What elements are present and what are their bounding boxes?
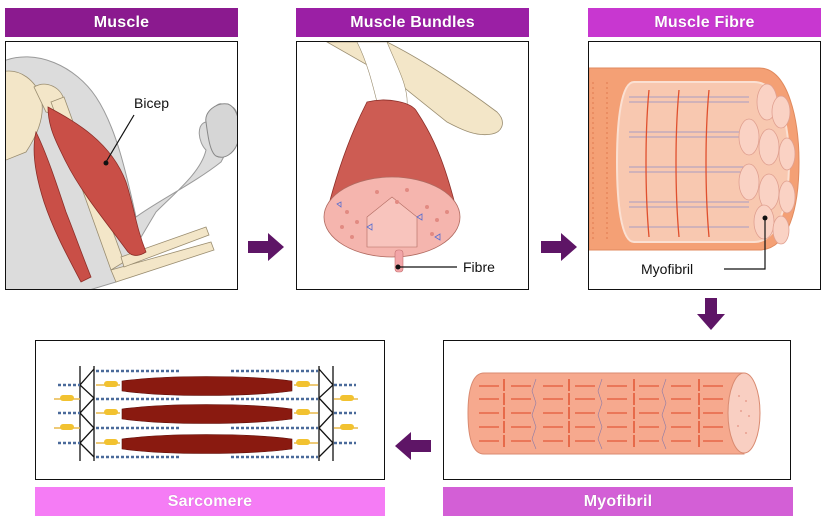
arm-illustration: Bicep bbox=[6, 56, 237, 289]
panel-myofibril bbox=[443, 340, 791, 480]
arrow-right-icon bbox=[541, 233, 577, 261]
arrow-left-icon bbox=[395, 432, 431, 460]
arrow-down-icon bbox=[697, 298, 725, 330]
panel-sarcomere bbox=[35, 340, 385, 480]
panel-muscle: Bicep bbox=[5, 41, 238, 290]
muscle-bundle-illustration: Fibre bbox=[323, 42, 503, 275]
label-myofibril: Myofibril bbox=[641, 261, 693, 277]
header-myofibril: Myofibril bbox=[443, 487, 793, 516]
muscle-fibre-illustration: Myofibril bbox=[589, 67, 800, 277]
header-muscle-fibre: Muscle Fibre bbox=[588, 8, 821, 37]
header-muscle: Muscle bbox=[5, 8, 238, 37]
myofibril-illustration bbox=[467, 372, 761, 455]
header-muscle-bundles: Muscle Bundles bbox=[296, 8, 529, 37]
arrow-right-icon bbox=[248, 233, 284, 261]
sarcomere-illustration bbox=[54, 366, 358, 461]
label-fibre: Fibre bbox=[463, 259, 495, 275]
header-sarcomere: Sarcomere bbox=[35, 487, 385, 516]
panel-muscle-bundles: Fibre bbox=[296, 41, 529, 290]
panel-muscle-fibre: Myofibril bbox=[588, 41, 821, 290]
label-bicep: Bicep bbox=[134, 95, 169, 111]
